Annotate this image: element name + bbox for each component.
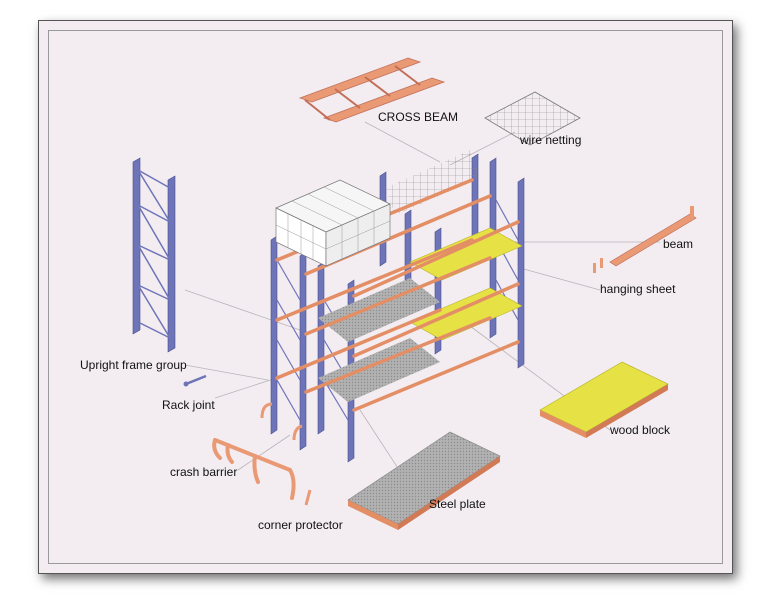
rack-wood-blocks [409, 227, 523, 341]
corner-protector-part [260, 402, 312, 506]
cross-beam [298, 57, 446, 123]
diagram-inner-border [48, 30, 723, 564]
label-crash-barrier: crash barrier [170, 465, 238, 479]
beam-part [609, 206, 697, 267]
rack-steel-plates [318, 150, 480, 402]
label-upright-frame-group: Upright frame group [80, 358, 187, 372]
wire-netting [484, 91, 581, 146]
label-steel-plate: Steel plate [429, 497, 486, 511]
wood-block-part [539, 361, 669, 438]
label-cross-beam: CROSS BEAM [378, 110, 459, 124]
pallet-boxes [275, 179, 391, 267]
label-corner-protector: corner protector [258, 518, 343, 532]
label-hanging-sheet: hanging sheet [600, 282, 676, 296]
upright-frame-group [132, 157, 176, 353]
hanging-sheet-part [593, 258, 603, 273]
crash-barrier-part [212, 438, 296, 500]
steel-plate-part [347, 431, 501, 530]
rack-joint [183, 374, 207, 387]
label-wood-block: wood block [610, 423, 671, 437]
label-wire-netting: wire netting [520, 133, 582, 147]
label-rack-joint: Rack joint [162, 398, 215, 412]
rack-beams [275, 178, 520, 412]
label-beam: beam [663, 237, 694, 251]
